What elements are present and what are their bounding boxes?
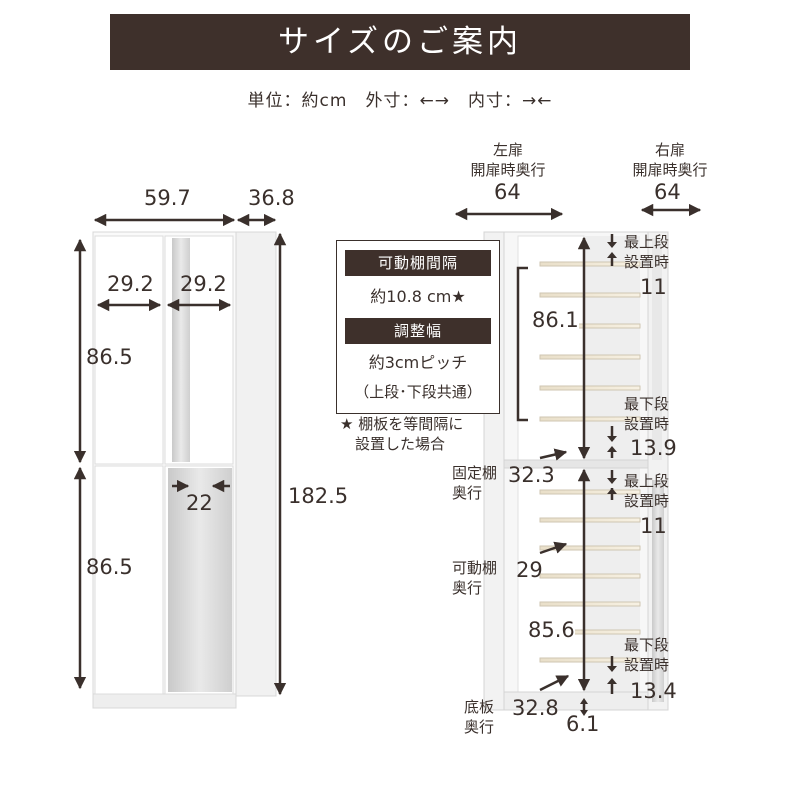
lower-bottom-value: 13.4	[630, 679, 677, 703]
fixed-shelf-value: 32.3	[508, 463, 555, 487]
bottom-board-value: 32.8	[512, 696, 559, 720]
front-dimension-arrows	[73, 213, 287, 696]
total-height-label: 182.5	[288, 484, 349, 508]
door-width-right-label: 29.2	[180, 272, 227, 296]
right-door-depth-caption: 右扉 開扉時奥行	[632, 141, 708, 180]
upper-top-caption: 最上段 設置時	[624, 233, 670, 272]
door-width-left-label: 29.2	[107, 272, 154, 296]
pitch-value: 約10.8 cm★	[370, 287, 466, 306]
small-arrowheads	[580, 242, 617, 716]
title-banner	[110, 14, 690, 70]
upper-inner-height-label: 86.1	[532, 308, 579, 332]
width-outer-label: 59.7	[144, 186, 191, 210]
mirror-width-label: 22	[186, 491, 213, 515]
side-dimension-arrows	[454, 203, 702, 712]
shelf-pitch-info-box: 可動棚間隔 約10.8 cm★ 調整幅 約3cmピッチ （上段･下段共通）	[336, 240, 500, 414]
unit-legend: 単位：約cm 外寸：←→ 内寸：→←	[247, 91, 553, 111]
adjust-header: 調整幅	[345, 318, 491, 344]
movable-shelf-caption: 可動棚 奥行	[452, 559, 498, 598]
bottom-gap-value: 6.1	[566, 712, 600, 736]
lower-bottom-caption: 最下段 設置時	[624, 636, 670, 675]
bottom-board-caption: 底板 奥行	[464, 698, 495, 737]
upper-bottom-caption: 最下段 設置時	[624, 395, 670, 434]
upper-height-label: 86.5	[86, 345, 133, 369]
lower-top-value: 11	[640, 514, 667, 538]
movable-shelf-value: 29	[516, 558, 543, 582]
upper-top-value: 11	[640, 275, 667, 299]
footnote: ★ 棚板を等間隔に 設置した場合	[340, 415, 464, 454]
adjust-note: （上段･下段共通）	[354, 383, 482, 401]
lower-top-caption: 最上段 設置時	[624, 472, 670, 511]
lower-height-label: 86.5	[86, 555, 133, 579]
left-door-depth-value: 64	[494, 180, 521, 204]
adjust-value: 約3cmピッチ	[368, 353, 468, 372]
fixed-shelf-caption: 固定棚 奥行	[452, 464, 498, 503]
depth-outer-label: 36.8	[248, 186, 295, 210]
left-door-depth-caption: 左扉 開扉時奥行	[470, 141, 546, 180]
lower-inner-height-label: 85.6	[528, 618, 575, 642]
page-title: サイズのご案内	[277, 24, 523, 60]
pitch-header: 可動棚間隔	[345, 250, 491, 276]
right-door-depth-value: 64	[654, 180, 681, 204]
upper-bottom-value: 13.9	[630, 436, 677, 460]
front-cabinet	[92, 231, 277, 709]
